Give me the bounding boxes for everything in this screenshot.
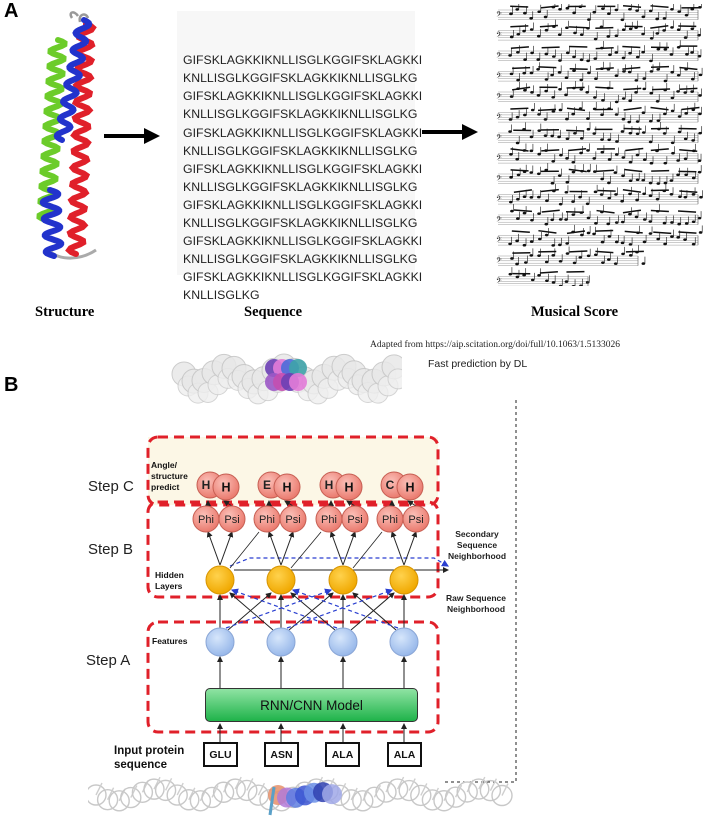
svg-text:𝄢: 𝄢 xyxy=(496,236,502,247)
front-structure-node xyxy=(335,473,363,501)
svg-text:𝄢: 𝄢 xyxy=(496,215,502,226)
svg-text:𝄢: 𝄢 xyxy=(496,92,502,103)
svg-text:𝄢: 𝄢 xyxy=(496,256,502,267)
caption-structure: Structure xyxy=(35,304,95,320)
hidden-node xyxy=(328,565,358,595)
input-protein-sequence-label: Input protein sequence xyxy=(114,745,185,771)
back-structure-letter: C xyxy=(386,478,395,492)
back-structure-letter: E xyxy=(263,478,271,492)
feature-node xyxy=(389,627,419,657)
back-structure-letter: H xyxy=(325,478,334,492)
phi-label: Phi xyxy=(321,514,337,526)
sequence-line: GIFSKLAGKKIKNLLISGLKGGIFSKLAGKKI xyxy=(183,234,423,249)
hidden-node xyxy=(266,565,296,595)
sequence-line: GIFSKLAGKKIKNLLISGLKGGIFSKLAGKKI xyxy=(183,89,423,104)
panel-a-letter: A xyxy=(4,0,19,22)
front-structure-node xyxy=(273,473,301,501)
step-b-label: Step B xyxy=(88,541,134,558)
svg-text:𝄢: 𝄢 xyxy=(496,154,502,165)
phi-label: Phi xyxy=(382,514,398,526)
musical-score-image: 𝄢 𝄢 𝄢 𝄢 𝄢 𝄢 𝄢 𝄢 𝄢 𝄢 𝄢 𝄢 𝄢 𝄢 xyxy=(496,4,703,287)
phi-label: Phi xyxy=(198,514,214,526)
input-molecule-image xyxy=(88,776,513,816)
helix-strand xyxy=(65,21,97,257)
svg-text:𝄢: 𝄢 xyxy=(496,10,502,21)
sequence-line: KNLLISGLKGGIFSKLAGKKIKNLLISGLKG xyxy=(183,216,418,231)
sequence-line: KNLLISGLKGGIFSKLAGKKIKNLLISGLKG xyxy=(183,179,418,194)
svg-text:𝄢: 𝄢 xyxy=(496,133,502,144)
arrow-sequence-to-score xyxy=(422,124,478,140)
front-structure-letter: H xyxy=(344,481,353,495)
front-structure-node xyxy=(212,473,240,501)
step-a-label: Step A xyxy=(86,652,131,669)
step-a-box xyxy=(146,620,440,734)
sequence-line: GIFSKLAGKKIKNLLISGLKGGIFSKLAGKKI xyxy=(183,125,423,140)
features-label: Features xyxy=(152,636,188,646)
sequence-line: KNLLISGLKGGIFSKLAGKKIKNLLISGLKG xyxy=(183,71,418,86)
sequence-line: GIFSKLAGKKIKNLLISGLKGGIFSKLAGKKI xyxy=(183,53,423,68)
svg-text:𝄢: 𝄢 xyxy=(496,277,502,287)
psi-label: Psi xyxy=(347,514,362,526)
amino-acid-ala-2: ALA xyxy=(387,742,422,767)
psi-node xyxy=(279,505,307,533)
caption-musical-score: Musical Score xyxy=(531,304,619,320)
hidden-layers-label: Hidden Layers xyxy=(155,570,184,591)
sequence-line: GIFSKLAGKKIKNLLISGLKGGIFSKLAGKKI xyxy=(183,197,423,212)
amino-acid-ala-1: ALA xyxy=(325,742,360,767)
amino-acid-asn: ASN xyxy=(264,742,299,767)
source-credit: Adapted from https://aip.scitation.org/d… xyxy=(370,340,620,350)
protein-structure-image xyxy=(36,11,97,260)
sequence-line: GIFSKLAGKKIKNLLISGLKGGIFSKLAGKKI xyxy=(183,270,423,285)
front-structure-letter: H xyxy=(282,481,291,495)
feature-node xyxy=(266,627,296,657)
input-highlight-atom xyxy=(322,784,342,805)
sequence-line: KNLLISGLKG xyxy=(183,288,260,303)
angle-structure-label: Angle/ structure predict xyxy=(151,460,188,492)
caption-sequence: Sequence xyxy=(244,304,302,320)
fast-prediction-label: Fast prediction by DL xyxy=(428,358,528,370)
phi-label: Phi xyxy=(259,514,275,526)
sequence-line: KNLLISGLKGGIFSKLAGKKIKNLLISGLKG xyxy=(183,143,418,158)
highlight-atom xyxy=(289,373,307,391)
hidden-node xyxy=(389,565,419,595)
sequence-line: GIFSKLAGKKIKNLLISGLKGGIFSKLAGKKI xyxy=(183,161,423,176)
psi-node xyxy=(402,505,430,533)
predicted-molecule-image xyxy=(171,353,402,405)
svg-text:𝄢: 𝄢 xyxy=(496,72,502,83)
arrow-structure-to-sequence xyxy=(104,128,160,144)
back-structure-letter: H xyxy=(202,478,211,492)
step-c-box xyxy=(146,435,440,507)
helix-strand xyxy=(39,187,65,259)
psi-label: Psi xyxy=(285,514,300,526)
step-b-box xyxy=(146,500,440,599)
raw-neighborhood-label: Raw Sequence Neighborhood xyxy=(446,593,506,614)
svg-text:𝄢: 𝄢 xyxy=(496,195,502,206)
sequence-text-block: GIFSKLAGKKIKNLLISGLKGGIFSKLAGKKI KNLLISGL… xyxy=(177,11,423,302)
feature-node xyxy=(205,627,235,657)
psi-label: Psi xyxy=(408,514,423,526)
step-c-label: Step C xyxy=(88,478,134,495)
psi-node xyxy=(341,505,369,533)
svg-text:𝄢: 𝄢 xyxy=(496,31,502,42)
svg-text:𝄢: 𝄢 xyxy=(496,113,502,124)
panel-b-letter: B xyxy=(4,374,19,396)
helix-strand xyxy=(53,17,93,143)
secondary-neighborhood-label: Secondary Sequence Neighborhood xyxy=(447,529,507,561)
highlight-atom xyxy=(289,359,307,377)
svg-text:𝄢: 𝄢 xyxy=(496,174,502,185)
amino-acid-glu: GLU xyxy=(203,742,238,767)
sequence-line: KNLLISGLKGGIFSKLAGKKIKNLLISGLKG xyxy=(183,107,418,122)
hidden-node xyxy=(205,565,235,595)
front-structure-letter: H xyxy=(221,481,230,495)
psi-node xyxy=(218,505,246,533)
rnn-cnn-model-box: RNN/CNN Model xyxy=(205,688,418,722)
psi-label: Psi xyxy=(224,514,239,526)
svg-text:𝄢: 𝄢 xyxy=(496,51,502,62)
feature-node xyxy=(328,627,358,657)
sequence-line: KNLLISGLKGGIFSKLAGKKIKNLLISGLKG xyxy=(183,252,418,267)
front-structure-node xyxy=(396,473,424,501)
front-structure-letter: H xyxy=(405,481,414,495)
